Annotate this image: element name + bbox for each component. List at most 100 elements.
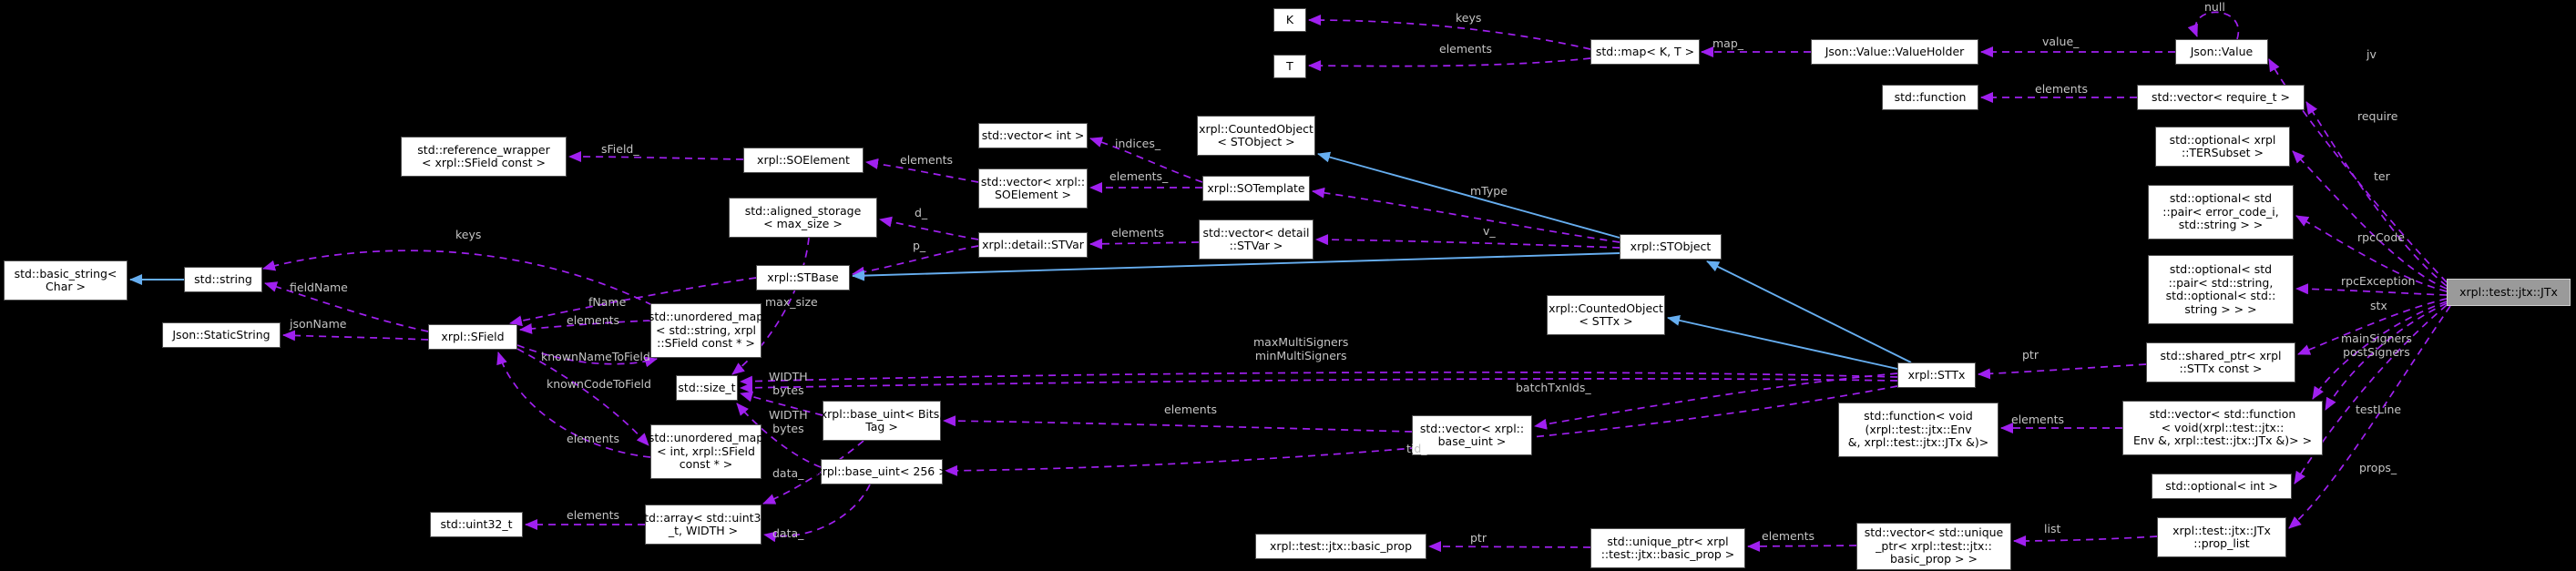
node-opt_rpcexception[interactable]: std::optional< std ::pair< std::string, … — [2148, 255, 2294, 324]
edge-label-sfield-static_string: jsonName — [290, 317, 347, 331]
edge-label-baseuint256-sizet: WIDTH bytes — [769, 408, 808, 435]
node-baseuint256[interactable]: xrpl::base_uint< 256 > — [815, 459, 948, 484]
edge-label-sfield-unmap_str: knownNameToField — [541, 350, 650, 363]
node-basic_string[interactable]: std::basic_string< Char > — [4, 260, 128, 301]
node-prop_list[interactable]: xrpl::test::jtx::JTx ::prop_list — [2157, 517, 2286, 557]
member-edge-sfield-unmap_int — [516, 348, 649, 446]
member-edge-sfield-static_string — [282, 330, 429, 342]
edge-label-jtx-shared_ptr: stx — [2370, 299, 2387, 312]
edge-label-prop_list-vec_unique: list — [2044, 522, 2061, 535]
node-unique_ptr[interactable]: std::unique_ptr< xrpl ::test::jtx::basic… — [1590, 528, 1745, 568]
edge-label-sotemplate-vec_soelement: elements_ — [1109, 169, 1169, 183]
node-basic_prop[interactable]: xrpl::test::jtx::basic_prop — [1255, 534, 1426, 559]
node-shared_ptr[interactable]: std::shared_ptr< xrpl ::STTx const > — [2146, 342, 2295, 382]
edge-label-jtx-opt_rpccode: rpcCode — [2357, 230, 2405, 244]
edge-label-stbase-sfield: fName — [588, 295, 627, 309]
member-edge-stobject-vec_stvar — [1315, 234, 1620, 249]
node-opt_int[interactable]: std::optional< int > — [2152, 474, 2292, 499]
member-edge-aligned_storage-sizet — [731, 237, 810, 375]
member-edge-vec_soelement-soelement — [865, 158, 979, 183]
edge-label-sttx-vec_baseuint: batchTxnIds_ — [1516, 381, 1591, 394]
node-sfield[interactable]: xrpl::SField — [428, 324, 517, 350]
node-opt_tersubset[interactable]: std::optional< xrpl ::TERSubset > — [2155, 127, 2290, 167]
edge-label-unique_ptr-basic_prop: ptr — [1470, 531, 1487, 545]
node-stbase[interactable]: xrpl::STBase — [756, 265, 850, 291]
member-edge-baseuint_bt-array_u32 — [762, 440, 864, 505]
edge-label-unmap_str-std_string: keys — [455, 228, 482, 241]
node-vec_unique[interactable]: std::vector< std::unique _ptr< xrpl::tes… — [1856, 523, 2011, 570]
member-edge-jtx-vec_func — [2325, 302, 2448, 411]
node-soelement[interactable]: xrpl::SOElement — [743, 148, 864, 173]
member-edge-jtx-vec_func — [2312, 301, 2448, 400]
member-edge-jtx-opt_rpcexception — [2295, 283, 2448, 296]
node-sotemplate[interactable]: xrpl::SOTemplate — [1202, 176, 1310, 201]
node-co_sttx[interactable]: xrpl::CountedObject < STTx > — [1547, 295, 1665, 335]
node-baseuint_bt[interactable]: xrpl::base_uint< Bits, Tag > — [821, 401, 943, 441]
node-stvar[interactable]: xrpl::detail::STVar — [978, 232, 1088, 258]
node-vec_int[interactable]: std::vector< int > — [978, 123, 1088, 148]
member-edge-stvar-aligned_storage — [879, 216, 979, 240]
node-vec_soelement[interactable]: std::vector< xrpl:: SOElement > — [978, 168, 1088, 209]
node-std_function[interactable]: std::function — [1882, 85, 1978, 110]
node-sttx[interactable]: xrpl::STTx — [1897, 362, 1976, 388]
edge-label-valueholder-map_kt: map_ — [1712, 36, 1744, 50]
node-ref_wrapper[interactable]: std::reference_wrapper < xrpl::SField co… — [401, 137, 567, 177]
edge-label-jtx-vec_func: mainSigners postSigners — [2341, 331, 2412, 359]
node-uint32[interactable]: std::uint32_t — [430, 512, 523, 537]
member-edge-map_kt-k_box — [1308, 15, 1591, 50]
edge-label-vec_func-func_void: elements — [2011, 413, 2065, 426]
node-opt_rpccode[interactable]: std::optional< std ::pair< error_code_i,… — [2148, 185, 2294, 240]
node-vec_baseuint[interactable]: std::vector< xrpl:: base_uint > — [1412, 415, 1532, 455]
member-edge-sotemplate-vec_int — [1089, 137, 1203, 183]
node-co_stobject[interactable]: xrpl::CountedObject < STObject > — [1197, 116, 1315, 156]
member-edge-unmap_str-sfield — [519, 320, 651, 334]
member-edge-baseuint256-array_u32 — [763, 484, 871, 543]
member-edge-stvar-stbase — [852, 245, 979, 278]
node-vec_require[interactable]: std::vector< require_t > — [2137, 85, 2305, 110]
node-vec_func[interactable]: std::vector< std::function < void(xrpl::… — [2122, 401, 2323, 455]
edge-label-jtx-json_value: jv — [2366, 47, 2377, 61]
node-stobject[interactable]: xrpl::STObject — [1620, 234, 1722, 260]
node-func_void[interactable]: std::function< void (xrpl::test::jtx::En… — [1838, 403, 1998, 457]
member-edge-jtx-opt_int — [2294, 304, 2448, 484]
member-edge-jtx-opt_rpccode — [2295, 215, 2448, 292]
edge-label-sfield-unmap_int: knownCodeToField — [547, 377, 651, 391]
node-sizet[interactable]: std::size_t — [676, 375, 738, 401]
node-t_box[interactable]: T — [1273, 55, 1306, 78]
edge-label-soelement-ref_wrapper: sField_ — [601, 142, 639, 156]
member-edge-prop_list-vec_unique — [2013, 535, 2158, 546]
edge-label-jtx-opt_int: testLine — [2356, 403, 2402, 416]
member-edge-json_value-json_value — [2187, 11, 2240, 40]
node-k_box[interactable]: K — [1273, 8, 1306, 32]
edge-label-baseuint256-array_u32: data_ — [772, 526, 804, 540]
member-edge-jtx-json_value — [2268, 58, 2448, 283]
edge-label-sotemplate-vec_int: indices_ — [1115, 137, 1161, 150]
member-edge-stobject-sotemplate — [1312, 187, 1620, 243]
edge-label-array_u32-uint32: elements — [567, 508, 620, 522]
inheritance-edge-sttx-co_sttx — [1667, 314, 1898, 370]
node-json_value[interactable]: Json::Value — [2175, 39, 2268, 65]
edge-label-sttx-baseuint256: tid_ — [1406, 442, 1427, 455]
member-edge-jtx-prop_list — [2288, 305, 2451, 529]
node-unmap_str[interactable]: std::unordered_map < std::string, xrpl :… — [649, 303, 763, 358]
edge-label-jtx-opt_rpcexception: rpcException — [2341, 274, 2416, 288]
node-map_kt[interactable]: std::map< K, T > — [1590, 39, 1700, 65]
edge-label-json_value-valueholder: value_ — [2042, 35, 2080, 48]
node-static_string[interactable]: Json::StaticString — [162, 322, 281, 348]
node-unmap_int[interactable]: std::unordered_map < int, xrpl::SField c… — [649, 424, 763, 479]
edge-label-unmap_str-sfield: elements — [567, 313, 620, 327]
edge-label-vec_stvar-stvar: elements — [1111, 226, 1165, 240]
inheritance-edge-sttx-stobject — [1706, 260, 1912, 363]
node-vec_stvar[interactable]: std::vector< detail ::STVar > — [1199, 219, 1314, 260]
member-edge-sttx-vec_baseuint — [1534, 372, 1898, 430]
node-valueholder[interactable]: Json::Value::ValueHolder — [1811, 39, 1978, 65]
member-edge-vec_stvar-stvar — [1089, 238, 1200, 250]
inheritance-edge-stobject-co_stobject — [1317, 151, 1620, 239]
node-aligned_storage[interactable]: std::aligned_storage < max_size > — [729, 198, 877, 238]
node-array_u32[interactable]: std::array< std::uint32 _t, WIDTH > — [639, 505, 768, 545]
edge-label-vec_require-std_function: elements — [2035, 82, 2089, 96]
member-edge-jtx-shared_ptr — [2297, 298, 2448, 355]
edge-label-sttx-sizet: maxMultiSigners minMultiSigners — [1253, 335, 1349, 362]
node-std_string[interactable]: std::string — [184, 267, 262, 292]
